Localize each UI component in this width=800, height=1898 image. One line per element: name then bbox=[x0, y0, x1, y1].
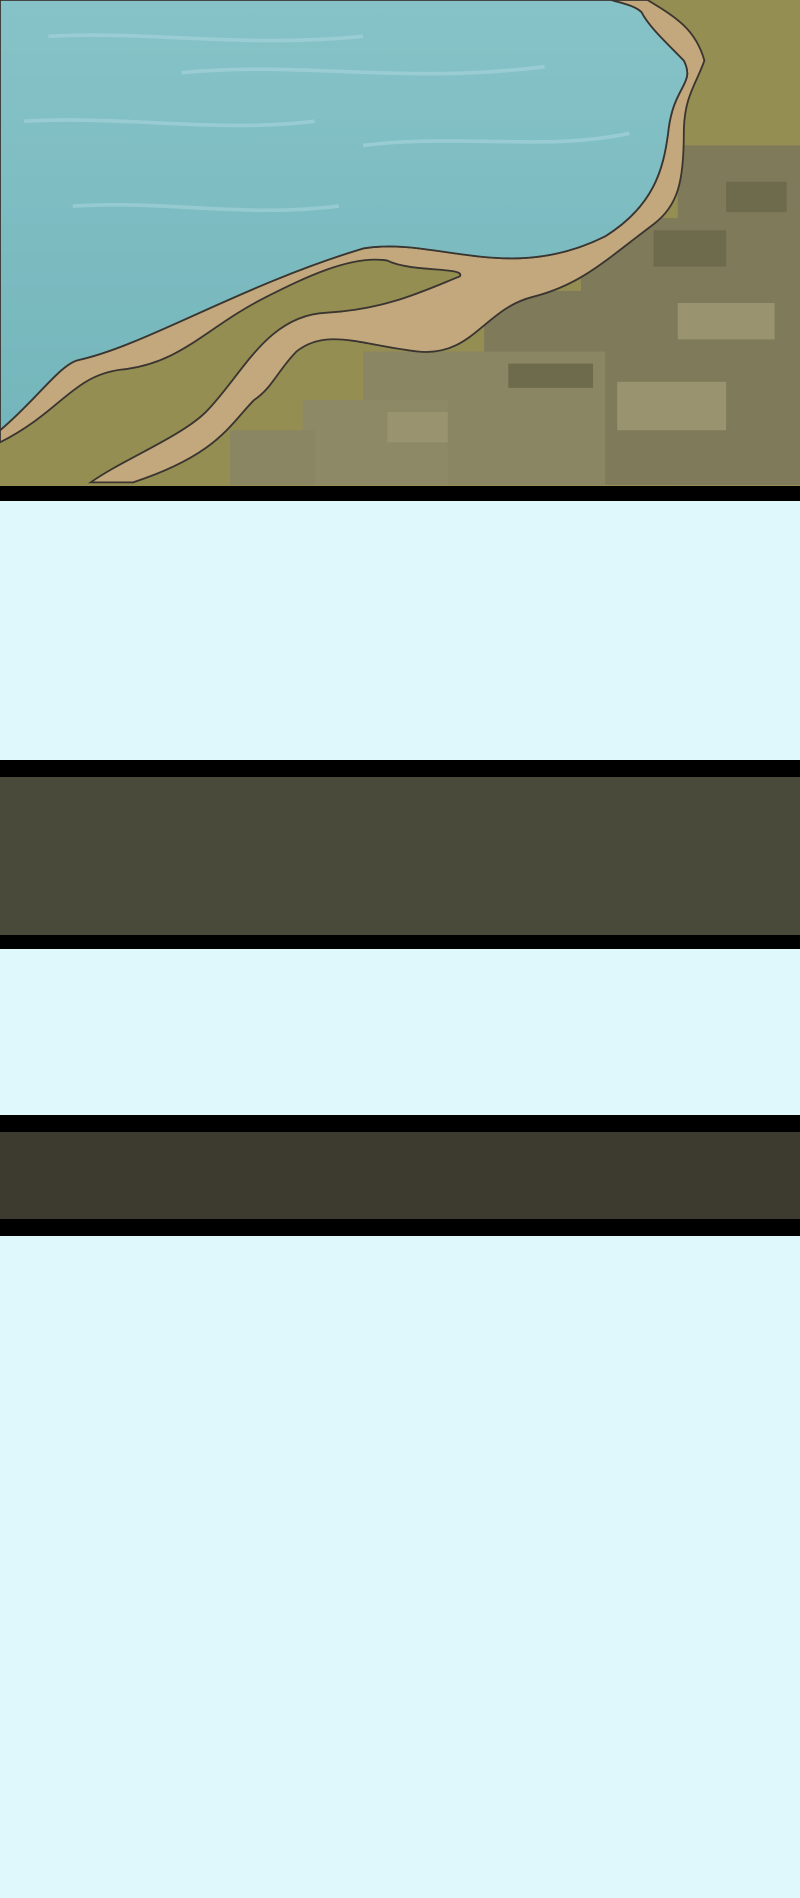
dark-band-2 bbox=[0, 1132, 800, 1219]
divider-1 bbox=[0, 486, 800, 501]
light-panel-3 bbox=[0, 1236, 800, 1898]
dark-band-1 bbox=[0, 777, 800, 935]
coastline-illustration bbox=[0, 0, 800, 486]
light-panel-1 bbox=[0, 501, 800, 760]
divider-5 bbox=[0, 1219, 800, 1236]
divider-2 bbox=[0, 760, 800, 777]
water bbox=[0, 0, 689, 432]
divider-3 bbox=[0, 935, 800, 949]
rocky-texture bbox=[229, 145, 800, 485]
divider-4 bbox=[0, 1115, 800, 1132]
light-panel-2 bbox=[0, 949, 800, 1115]
water-ripples bbox=[24, 33, 630, 213]
